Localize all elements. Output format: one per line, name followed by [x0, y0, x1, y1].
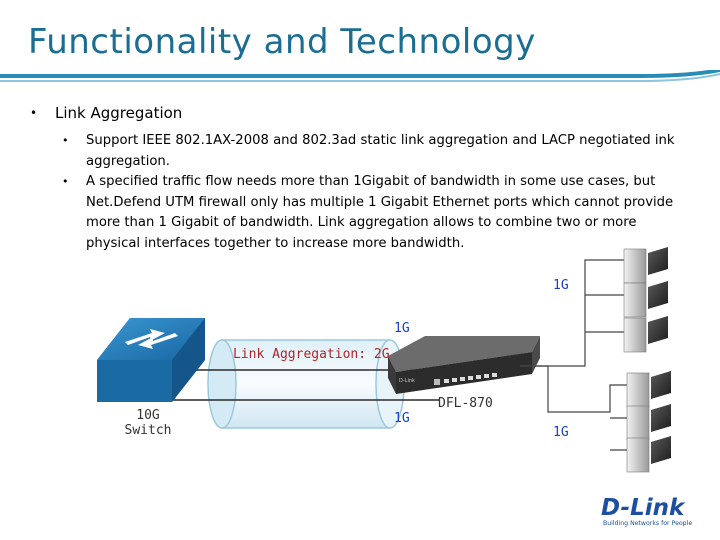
link-bottom-label: 1G — [394, 411, 410, 426]
bullet-text: Link Aggregation — [55, 104, 183, 122]
pc-icon — [623, 316, 668, 353]
bullet-dot-icon: • — [30, 106, 38, 120]
aggregation-label: Link Aggregation: 2G — [233, 347, 390, 362]
bullet-dot-icon: • — [62, 175, 69, 188]
switch-label-line2: Switch — [124, 423, 172, 438]
device-badge: D-Link — [399, 378, 415, 384]
switch-label-line1: 10G — [136, 408, 160, 423]
logo-tagline: Building Networks for People — [603, 520, 692, 527]
lower-group-link-label: 1G — [553, 425, 569, 440]
switch-icon — [97, 318, 205, 402]
title-underline — [0, 70, 720, 82]
dlink-logo-icon: D-Link Building Networks for People — [601, 495, 692, 527]
firewall-label: DFL-870 — [438, 396, 493, 411]
link-top-label: 1G — [394, 321, 410, 336]
title-bar: Functionality and Technology — [0, 0, 720, 88]
pc-icon — [626, 436, 671, 473]
bullet-dot-icon: • — [62, 134, 69, 147]
pc-icon — [623, 281, 668, 318]
pc-icon — [623, 247, 668, 284]
sub-bullet-text: A specified traffic flow needs more than… — [86, 174, 674, 251]
branch-lines — [520, 259, 628, 451]
switch-label: 10G Switch — [118, 408, 178, 438]
firewall-device-icon — [388, 336, 540, 394]
upper-group-link-label: 1G — [553, 278, 569, 293]
pc-icon — [626, 371, 671, 408]
pc-icon — [626, 404, 671, 441]
slide-title: Functionality and Technology — [28, 22, 536, 62]
logo-brand: D-Link — [601, 495, 686, 521]
sub-bullet-text: Support IEEE 802.1AX-2008 and 802.3ad st… — [86, 133, 675, 169]
